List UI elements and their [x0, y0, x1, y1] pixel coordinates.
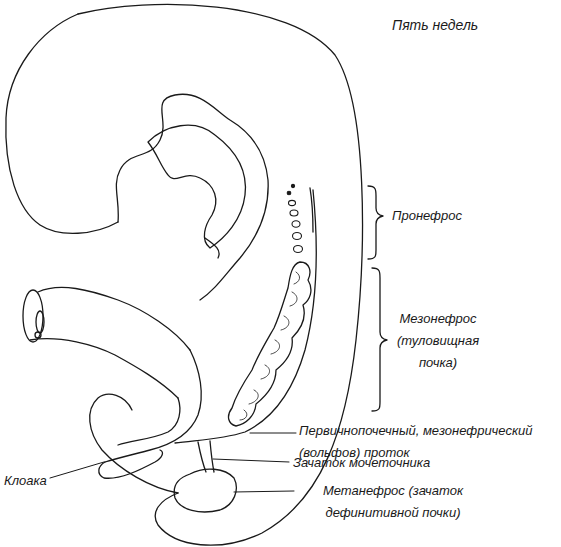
part-label: Пронефрос: [392, 205, 512, 227]
mesonephros-tubules: [240, 272, 300, 420]
leader-line: [50, 462, 104, 478]
stalk-cut: [36, 311, 44, 333]
part-label: Мезонефрос (туловищная почка): [390, 308, 486, 374]
gut-tube: [105, 350, 201, 462]
gut-tube: [118, 398, 180, 445]
part-label: Клоака: [4, 470, 74, 492]
stalk-outline: [38, 287, 190, 350]
heart-inner: [205, 238, 219, 258]
brace: [372, 268, 387, 411]
heart-outline: [116, 94, 268, 300]
part-label: Зачаток мочеточника: [293, 452, 493, 474]
stalk-vessel: [35, 332, 41, 338]
stalk-cut: [23, 290, 43, 342]
leader-line: [234, 491, 294, 492]
mesonephric-duct: [310, 188, 313, 232]
tail-outline: [90, 394, 178, 493]
part-label: Метанефрос (зачаток дефинитивной почки): [298, 480, 488, 524]
pronephros: [287, 184, 302, 252]
metanephros: [174, 469, 236, 512]
head-outline: [6, 14, 118, 233]
mesonephros: [229, 262, 311, 426]
leader-line: [250, 433, 296, 434]
stalk-outline: [30, 339, 178, 398]
heart-inner: [148, 125, 245, 248]
brace: [368, 186, 383, 259]
cloaca: [99, 450, 163, 478]
leader-line: [213, 459, 289, 462]
diagram-title: Пять недель: [392, 14, 542, 36]
mesonephric-duct: [175, 190, 316, 443]
ureteric-bud: [198, 441, 214, 472]
